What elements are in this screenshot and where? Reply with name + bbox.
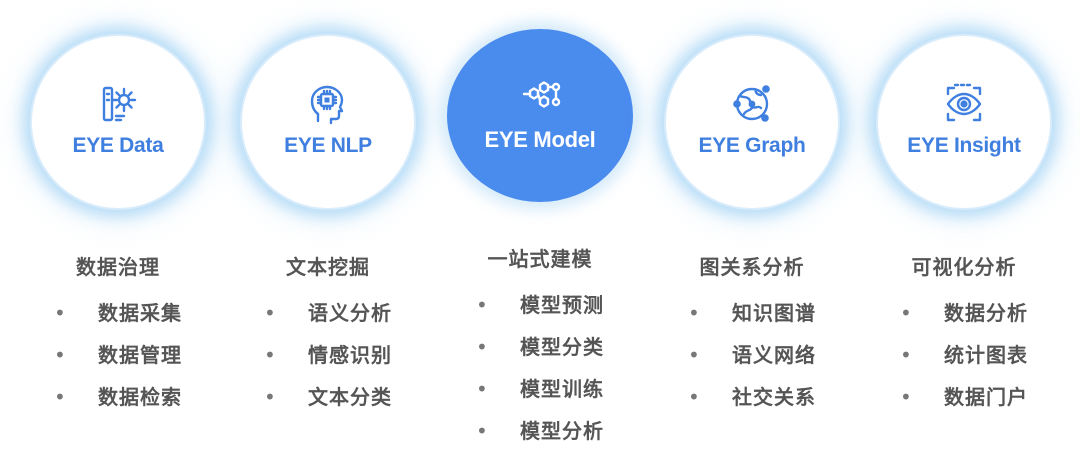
bullet-icon: • bbox=[900, 343, 913, 367]
feature-label: 模型训练 bbox=[520, 377, 604, 401]
product-label: EYE NLP bbox=[284, 134, 372, 157]
globe-network-icon bbox=[728, 80, 776, 128]
feature-item: • 模型预测 bbox=[476, 290, 604, 332]
product-circle-eye-nlp[interactable]: EYE NLP bbox=[240, 34, 416, 210]
feature-label: 统计图表 bbox=[944, 343, 1028, 367]
bullet-icon: • bbox=[688, 301, 701, 325]
feature-item: • 情感识别 bbox=[264, 340, 392, 382]
feature-item: • 数据管理 bbox=[54, 340, 182, 382]
feature-label: 模型分析 bbox=[520, 419, 604, 443]
feature-label: 文本分类 bbox=[308, 385, 392, 409]
feature-item: • 知识图谱 bbox=[688, 298, 816, 340]
product-eye-nlp: EYE NLP 文本挖掘 • 语义分析 • 情感识别 • 文本分类 bbox=[228, 0, 428, 458]
product-circle-eye-graph[interactable]: EYE Graph bbox=[664, 34, 840, 210]
product-eye-model: EYE Model 一站式建模 • 模型预测 • 模型分类 • 模型训练 • 模型分析 bbox=[440, 0, 640, 458]
bullet-icon: • bbox=[54, 343, 67, 367]
feature-item: • 文本分类 bbox=[264, 382, 392, 424]
feature-label: 数据分析 bbox=[944, 301, 1028, 325]
feature-list: • 数据分析 • 统计图表 • 数据门户 bbox=[900, 298, 1028, 424]
product-label: EYE Data bbox=[72, 134, 164, 157]
bullet-icon: • bbox=[476, 419, 489, 443]
feature-label: 模型预测 bbox=[520, 293, 604, 317]
feature-item: • 数据门户 bbox=[900, 382, 1028, 424]
product-heading: 一站式建模 bbox=[487, 247, 593, 271]
feature-list: • 语义分析 • 情感识别 • 文本分类 bbox=[264, 298, 392, 424]
feature-item: • 数据检索 bbox=[54, 382, 182, 424]
bullet-icon: • bbox=[900, 301, 913, 325]
product-heading: 可视化分析 bbox=[911, 255, 1017, 279]
product-label: EYE Model bbox=[484, 126, 596, 152]
feature-label: 数据门户 bbox=[944, 385, 1028, 409]
bullet-icon: • bbox=[264, 301, 277, 325]
bullet-icon: • bbox=[900, 385, 913, 409]
product-eye-data: EYE Data 数据治理 • 数据采集 • 数据管理 • 数据检索 bbox=[18, 0, 218, 458]
feature-list: • 模型预测 • 模型分类 • 模型训练 • 模型分析 bbox=[476, 290, 604, 458]
product-heading: 数据治理 bbox=[76, 255, 160, 279]
bullet-icon: • bbox=[476, 335, 489, 359]
product-circle-eye-data[interactable]: EYE Data bbox=[30, 34, 206, 210]
brain-chip-icon bbox=[304, 80, 352, 128]
feature-label: 情感识别 bbox=[308, 343, 392, 367]
product-heading: 文本挖掘 bbox=[286, 255, 370, 279]
feature-label: 数据管理 bbox=[98, 343, 182, 367]
product-label: EYE Insight bbox=[907, 134, 1021, 157]
product-circle-eye-insight[interactable]: EYE Insight bbox=[876, 34, 1052, 210]
product-eye-insight: EYE Insight 可视化分析 • 数据分析 • 统计图表 • 数据门户 bbox=[864, 0, 1064, 458]
feature-item: • 数据采集 bbox=[54, 298, 182, 340]
bullet-icon: • bbox=[264, 343, 277, 367]
product-label: EYE Graph bbox=[698, 134, 806, 157]
feature-label: 数据检索 bbox=[98, 385, 182, 409]
bullet-icon: • bbox=[476, 293, 489, 317]
product-heading: 图关系分析 bbox=[699, 255, 805, 279]
feature-item: • 模型分析 bbox=[476, 416, 604, 458]
feature-item: • 数据分析 bbox=[900, 298, 1028, 340]
feature-label: 社交关系 bbox=[732, 385, 816, 409]
bullet-icon: • bbox=[54, 385, 67, 409]
feature-label: 模型分类 bbox=[520, 335, 604, 359]
feature-list: • 知识图谱 • 语义网络 • 社交关系 bbox=[688, 298, 816, 424]
bullet-icon: • bbox=[688, 385, 701, 409]
feature-item: • 语义分析 bbox=[264, 298, 392, 340]
feature-item: • 模型训练 bbox=[476, 374, 604, 416]
feature-item: • 语义网络 bbox=[688, 340, 816, 382]
feature-label: 语义网络 bbox=[732, 343, 816, 367]
feature-label: 语义分析 bbox=[308, 301, 392, 325]
bullet-icon: • bbox=[476, 377, 489, 401]
feature-item: • 模型分类 bbox=[476, 332, 604, 374]
product-circle-eye-model[interactable]: EYE Model bbox=[447, 29, 633, 202]
bullet-icon: • bbox=[264, 385, 277, 409]
feature-item: • 社交关系 bbox=[688, 382, 816, 424]
bullet-icon: • bbox=[54, 301, 67, 325]
data-gear-icon bbox=[94, 80, 142, 128]
bullet-icon: • bbox=[688, 343, 701, 367]
product-eye-graph: EYE Graph 图关系分析 • 知识图谱 • 语义网络 • 社交关系 bbox=[652, 0, 852, 458]
feature-item: • 统计图表 bbox=[900, 340, 1028, 382]
hexagon-network-icon bbox=[516, 73, 564, 121]
feature-list: • 数据采集 • 数据管理 • 数据检索 bbox=[54, 298, 182, 424]
feature-label: 知识图谱 bbox=[732, 301, 816, 325]
feature-label: 数据采集 bbox=[98, 301, 182, 325]
eye-scan-icon bbox=[940, 80, 988, 128]
